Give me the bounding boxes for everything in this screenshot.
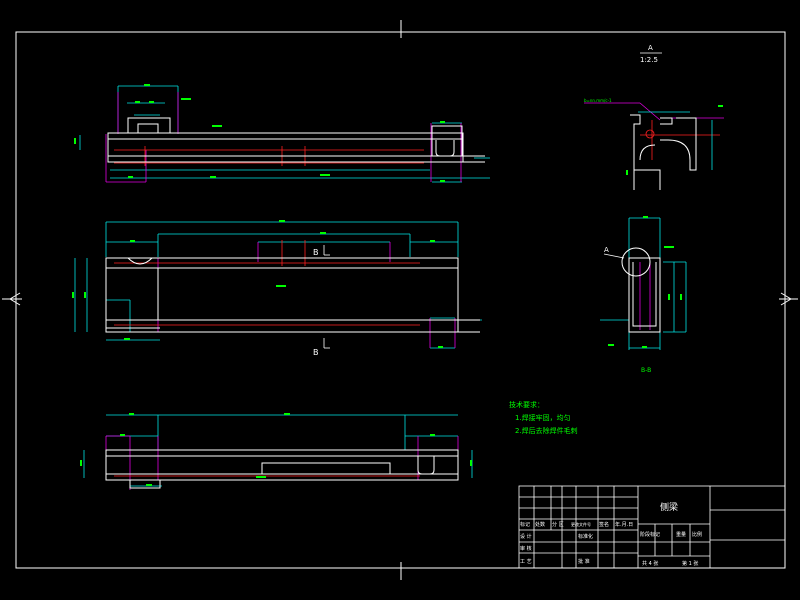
tb-sheets-total: 共 4 张 — [642, 560, 658, 567]
tb-h-1: 处数 — [535, 521, 545, 528]
detail-view-a[interactable]: A 1:2.5 b=nn.mm/c-1 — [584, 44, 724, 190]
tb-standardization: 标准化 — [578, 533, 593, 540]
tb-h-5: 年.月.日 — [615, 521, 633, 528]
tb-ratio: 比例 — [692, 531, 702, 538]
detail-marker-leader — [603, 253, 625, 259]
tb-sheet-no: 第 1 张 — [682, 560, 698, 567]
technical-requirements: 技术要求： 1.焊接牢固，均匀 2.焊后去除焊件毛刺 — [509, 400, 578, 435]
tb-weight: 重量 — [676, 531, 686, 538]
tech-heading: 技术要求： — [509, 400, 544, 409]
detail-marker-a: A — [604, 246, 609, 254]
tb-stage-mark: 阶段标记 — [640, 531, 660, 538]
detail-label: A — [648, 44, 653, 52]
drawing-frame — [2, 20, 798, 580]
title-block — [518, 485, 786, 569]
tb-design: 设 计 — [520, 533, 532, 540]
title-block-text: 侧梁 标记 处数 分 区 更改文件号 签名 年.月.日 设 计 标准化 审 核 … — [520, 501, 702, 567]
section-marker-top — [323, 245, 330, 349]
section-view-bb[interactable]: A B-B — [600, 216, 687, 374]
tb-review: 审 核 — [520, 545, 532, 552]
tech-line-1: 1.焊接牢固，均匀 — [515, 413, 571, 422]
tb-h-4: 签名 — [599, 521, 609, 528]
tb-part-name: 侧梁 — [660, 501, 678, 513]
detail-note: b=nn.mm/c-1 — [584, 98, 612, 103]
section-label-top: B — [313, 248, 319, 257]
tb-h-3: 更改文件号 — [571, 521, 591, 527]
detail-scale: 1:2.5 — [640, 56, 658, 64]
tb-h-0: 标记 — [520, 521, 530, 528]
tech-line-2: 2.焊后去除焊件毛刺 — [515, 426, 578, 435]
front-view-top[interactable] — [74, 84, 490, 183]
tb-process: 工 艺 — [520, 559, 532, 565]
tb-approve: 批 准 — [578, 558, 590, 565]
tb-h-2: 分 区 — [552, 521, 564, 528]
front-view-middle[interactable]: B B — [72, 220, 482, 357]
section-label-bottom: B — [313, 348, 319, 357]
section-caption: B-B — [641, 367, 651, 374]
front-view-bottom[interactable] — [80, 413, 473, 490]
